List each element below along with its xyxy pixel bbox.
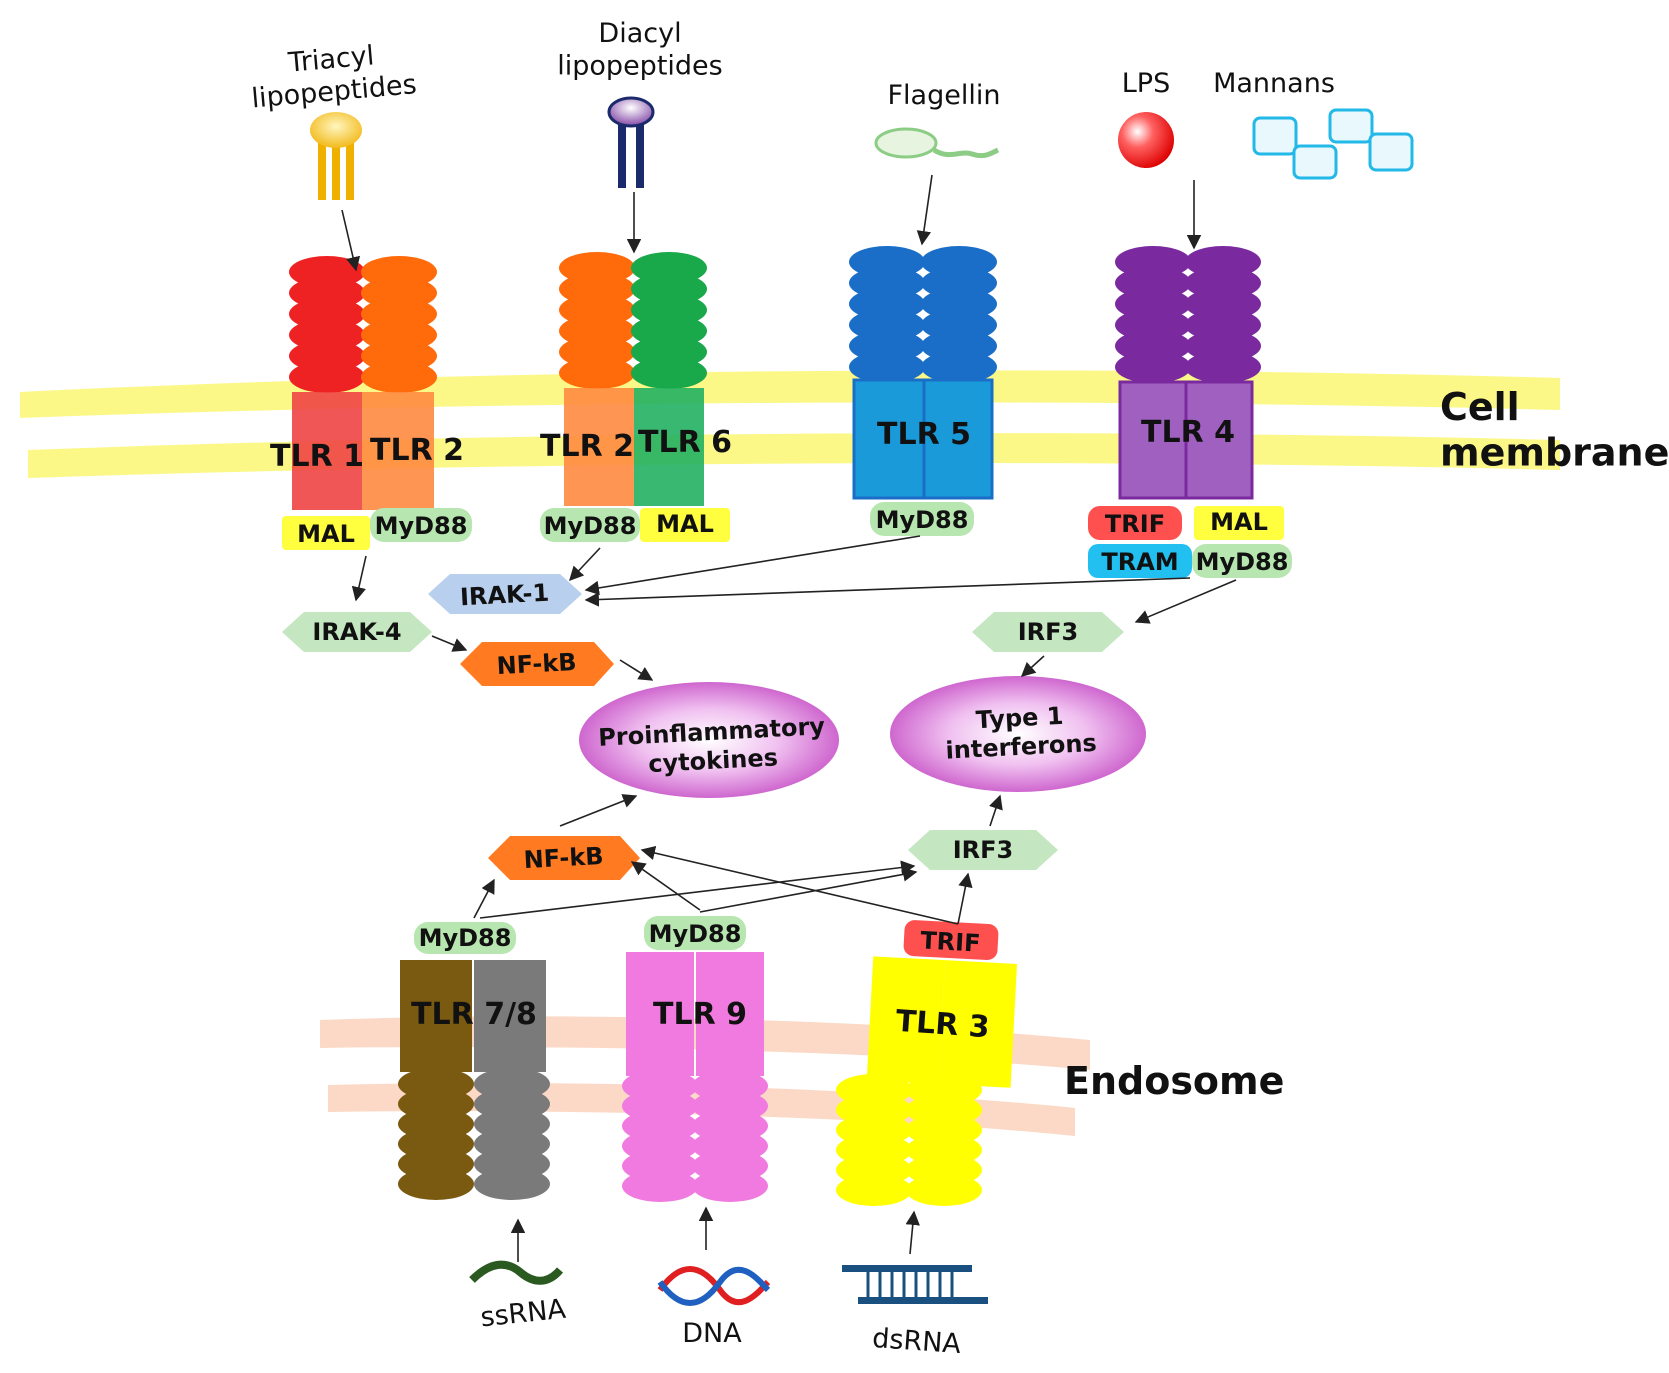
label-tlr1: TLR 1 [270, 439, 364, 474]
adaptor-labels: MAL MyD88 MyD88 MAL MyD88 TRIF MAL TRAM … [297, 506, 1288, 958]
signaling-labels: IRAK-1 IRAK-4 NF-kB IRF3 NF-kB IRF3 [312, 579, 1078, 874]
tlr2b-lobe [559, 357, 635, 389]
label-dna: DNA [682, 1318, 742, 1349]
label-trif3: TRIF [920, 926, 982, 957]
adaptor-myd88-tlr4 [1192, 544, 1292, 578]
label-myd88-2: MyD88 [544, 512, 637, 540]
label-tram4: TRAM [1101, 548, 1178, 576]
dsrna-icon [842, 1265, 988, 1304]
label-lps: LPS [1122, 68, 1170, 99]
label-tlr78: TLR 7/8 [411, 997, 537, 1032]
tlr7-lobe [398, 1168, 474, 1200]
irak1-node [428, 574, 582, 614]
nfkb-bottom-node [488, 836, 640, 880]
tlr8-lobe [474, 1168, 550, 1200]
label-tlr3: TLR 3 [895, 1004, 991, 1045]
type1-interferons-output [890, 676, 1146, 792]
dna-icon [657, 1266, 771, 1306]
label-tlr2a: TLR 2 [370, 433, 464, 468]
cell-membrane-band [20, 370, 1560, 478]
tlr1-tlr2-receptor [292, 392, 434, 510]
tlr5-left-lobe [849, 351, 925, 383]
irak4-node [282, 612, 432, 652]
label-triacyl: Triacyllipopeptides [247, 37, 417, 115]
adaptor-myd88-tlr2 [370, 508, 472, 542]
tlr9-right-lobe [692, 1170, 768, 1202]
label-mal2: MAL [656, 510, 714, 538]
label-tlr5: TLR 5 [877, 417, 971, 452]
receptor-ectodomains-endosome [398, 1068, 982, 1206]
tlr2-tlr6-receptor [564, 388, 704, 506]
diacyl-lipopeptide-icon [607, 96, 655, 188]
tlr4-left-lobe [1115, 351, 1191, 383]
irf3-bottom-node [908, 830, 1058, 870]
tlr4-receptor [1118, 380, 1254, 500]
adaptor-trif-tlr4 [1088, 506, 1182, 540]
tlr4-right-lobe [1185, 351, 1261, 383]
adaptor-mal-tlr6 [640, 508, 730, 542]
label-myd88-9: MyD88 [649, 920, 742, 948]
label-myd88-78: MyD88 [419, 924, 512, 952]
label-irak1: IRAK-1 [459, 579, 549, 612]
receptor-labels: TLR 1 TLR 2 TLR 2 TLR 6 TLR 5 TLR 4 TLR … [270, 415, 1235, 1045]
label-dsrna: dsRNA [871, 1323, 962, 1360]
tlr9-receptor [626, 952, 764, 1076]
mannans-icon [1252, 108, 1414, 180]
tlr3-left-lobe [836, 1174, 912, 1206]
tlr7-8-receptor [400, 960, 546, 1072]
label-irf3-bottom: IRF3 [953, 836, 1014, 864]
adaptor-mal-tlr4 [1194, 506, 1284, 540]
ssrna-icon [469, 1260, 564, 1285]
proinflammatory-cytokines-output [579, 682, 839, 798]
label-tlr2b: TLR 2 [540, 429, 634, 464]
adaptor-myd88-tlr9 [644, 916, 746, 950]
label-myd88-5: MyD88 [876, 506, 969, 534]
nfkb-top-node [460, 642, 614, 686]
adaptor-myd88-tlr78 [414, 922, 516, 954]
label-trif4: TRIF [1105, 510, 1165, 538]
label-nfkb-top: NF-kB [496, 648, 577, 680]
label-irak4: IRAK-4 [312, 618, 401, 646]
adaptor-myd88-tlr2b [540, 508, 640, 542]
label-nfkb-bottom: NF-kB [523, 842, 604, 874]
adaptor-tram-tlr4 [1088, 544, 1192, 578]
label-irf3-top: IRF3 [1018, 618, 1079, 646]
label-mal1: MAL [297, 520, 355, 548]
label-myd88-1: MyD88 [375, 512, 468, 540]
adaptor-mal-tlr1 [282, 516, 370, 550]
tlr6-lobe [631, 357, 707, 389]
tlr3-receptor [866, 956, 1018, 1088]
label-flagellin: Flagellin [888, 80, 1001, 111]
tlr3-right-lobe [906, 1174, 982, 1206]
triacyl-lipopeptide-icon [310, 112, 362, 200]
label-tlr6: TLR 6 [638, 425, 732, 460]
label-mannans: Mannans [1213, 68, 1335, 99]
tlr9-left-lobe [622, 1170, 698, 1202]
tlr5-receptor [852, 378, 994, 500]
label-mal4: MAL [1210, 508, 1268, 536]
label-myd88-4: MyD88 [1196, 548, 1289, 576]
tlr2a-lobe [361, 361, 437, 393]
irf3-top-node [972, 612, 1124, 652]
adaptor-trif-tlr3 [903, 920, 999, 960]
label-ssrna: ssRNA [479, 1294, 568, 1334]
label-tlr9: TLR 9 [653, 997, 747, 1032]
receptor-ectodomains-top [289, 246, 1261, 393]
flagellin-icon [874, 127, 1000, 159]
tlr5-right-lobe [921, 351, 997, 383]
label-endosome: Endosome [1064, 1059, 1284, 1103]
pathway-arrows [341, 174, 1237, 1262]
lps-icon [1118, 112, 1174, 168]
adaptor-myd88-tlr5 [870, 502, 974, 536]
tlr1-lobe [289, 361, 365, 393]
label-tlr4: TLR 4 [1141, 415, 1235, 450]
